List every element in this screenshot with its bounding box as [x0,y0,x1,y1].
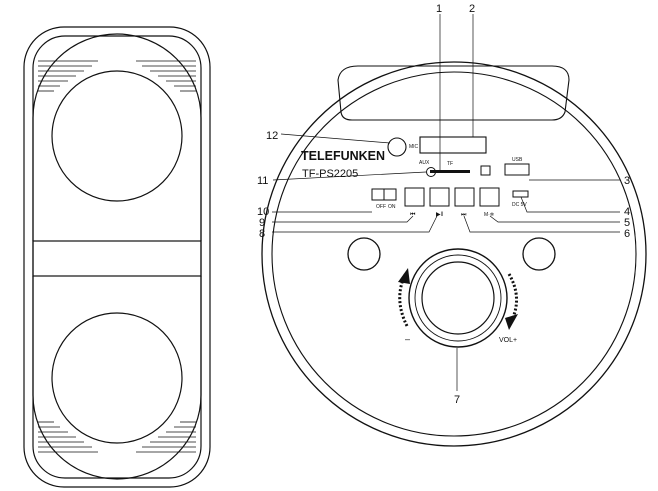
callout-7: 7 [454,394,460,406]
vol-down-arrow-head [398,268,410,284]
vol-minus-label: – [405,334,410,344]
tf-card-slot[interactable] [430,170,470,173]
brand-logo: TELEFUNKEN [301,149,385,163]
volume-knob-outer[interactable] [408,248,508,348]
aux-jack[interactable] [426,167,436,177]
vol-up-arrow-head [505,314,518,330]
speaker-body-inner [32,35,202,479]
top-grille-vents [38,60,196,92]
speaker-side-view [23,26,211,488]
power-on-label: ON [388,204,396,210]
vol-down-arrow-arc [398,272,409,327]
carry-handle-cutout [337,65,570,121]
mic-label: MIC [409,144,419,150]
mic-aux-button[interactable] [480,165,491,176]
prev-label: ⏮ [410,212,416,218]
callout-1: 1 [436,3,442,15]
left-knob[interactable] [347,237,381,271]
lower-woofer [51,312,183,444]
usb-label: USB [512,157,523,163]
callout-4: 4 [624,206,630,218]
aux-label: AUX [419,160,430,166]
callout-5: 5 [624,217,630,229]
lower-driver-recess [32,276,202,480]
usb-port[interactable] [504,163,530,176]
prev-button[interactable] [404,187,425,207]
callout-11: 11 [257,175,268,187]
center-band [32,240,202,277]
callout-3: 3 [624,175,630,187]
bottom-grille-vents [38,421,196,453]
tf-label: TF [447,161,453,167]
volume-knob-ring [414,254,502,342]
right-knob[interactable] [522,237,556,271]
callout-6: 6 [624,228,630,240]
callout-9: 9 [259,217,265,229]
play-pause-label: ▶‖ [436,212,443,218]
next-button[interactable] [454,187,475,207]
callout-numbers: 1 2 3 4 5 6 7 8 9 10 11 12 [257,3,630,406]
dc-port[interactable] [512,190,529,198]
callout-2: 2 [469,3,475,15]
mode-button[interactable] [479,187,500,207]
panel-inner-ring [271,71,637,437]
callout-8: 8 [259,228,265,240]
mode-label: M·✲ [484,212,494,218]
callout-10: 10 [257,206,269,218]
upper-driver-recess [32,33,202,241]
mic-jack[interactable] [387,137,407,157]
upper-woofer [51,70,183,202]
panel-outer-ring [261,61,647,447]
next-label: ⏭ [461,212,467,218]
callout-12: 12 [266,130,278,142]
dc-label: DC 5V [512,202,527,208]
led-display [419,136,487,154]
speaker-body-outline [23,26,211,488]
control-panel-top-view: TF MIC AUX USB TELEFUNKEN TF-PS2205 OFF … [261,61,647,447]
volume-knob-cap [421,261,495,335]
model-name: TF-PS2205 [302,168,358,180]
vol-plus-label: VOL+ [499,337,517,344]
play-pause-button[interactable] [429,187,450,207]
power-off-label: OFF [376,204,386,210]
callout-leaders [272,14,620,391]
